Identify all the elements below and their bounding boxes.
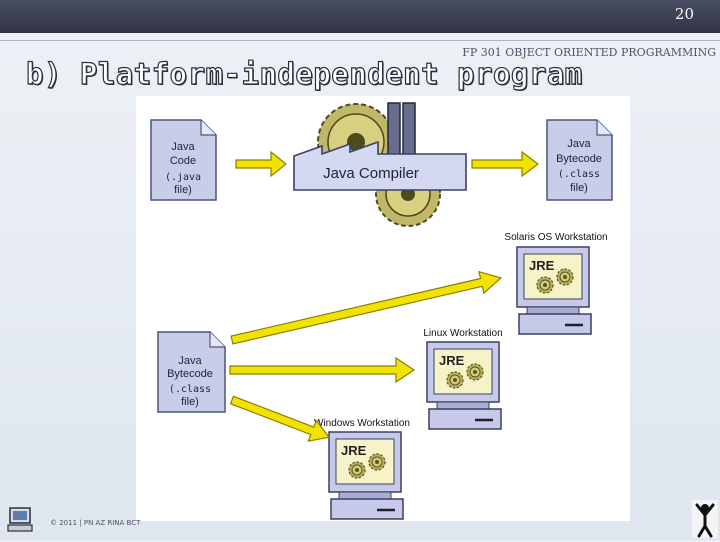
arrow-to-linux — [229, 356, 416, 384]
windows-jre-label: JRE — [341, 443, 367, 458]
bytecode-left-line-2: Bytecode — [167, 368, 213, 380]
bytecode-document-left: Java Bytecode (.class file) — [157, 331, 226, 413]
bytecode-top-line-3: (.class — [558, 169, 600, 180]
windows-label: Windows Workstation — [314, 418, 410, 429]
bytecode-top-line-2: Bytecode — [556, 153, 602, 165]
footer-copyright: © 2011 | PN AZ RINA BCT — [50, 519, 141, 527]
top-bar: 20 — [0, 0, 720, 33]
bytecode-top-line-4: file) — [570, 182, 588, 194]
java-compiler: Java Compiler — [293, 102, 467, 227]
solaris-jre-label: JRE — [529, 258, 555, 273]
linux-workstation: JRE — [426, 341, 502, 430]
arrow-to-bytecode — [471, 150, 539, 178]
bytecode-document-top: Java Bytecode (.class file) — [546, 119, 613, 201]
linux-jre-label: JRE — [439, 353, 465, 368]
linux-label: Linux Workstation — [423, 328, 502, 339]
bytecode-left-line-3: (.class — [169, 384, 211, 395]
solaris-label: Solaris OS Workstation — [504, 232, 607, 243]
bytecode-left-line-1: Java — [178, 355, 202, 367]
windows-workstation: JRE — [328, 431, 404, 520]
source-code-document: Java Code (.java file) — [150, 119, 217, 201]
arrow-to-solaris — [230, 270, 503, 345]
solaris-workstation: JRE — [516, 246, 592, 335]
jvm-diagram: Java Code (.java file) Java Compiler — [136, 96, 630, 521]
source-doc-line-2: Code — [170, 155, 196, 167]
source-doc-line-1: Java — [171, 141, 195, 153]
slide-number: 20 — [674, 5, 694, 23]
source-doc-line-4: file) — [174, 184, 192, 196]
person-figure-icon — [692, 500, 718, 538]
bytecode-top-line-1: Java — [567, 138, 591, 150]
arrow-to-windows — [229, 395, 331, 442]
arrow-to-compiler — [235, 150, 287, 178]
header-divider — [0, 40, 720, 41]
slide-title: b) Platform-independent program — [25, 56, 583, 91]
compiler-label: Java Compiler — [323, 165, 419, 182]
bytecode-left-line-4: file) — [181, 396, 199, 408]
computer-icon — [6, 505, 36, 535]
course-subtitle: FP 301 OBJECT ORIENTED PROGRAMMING — [462, 46, 716, 59]
source-doc-line-3: (.java — [165, 172, 201, 183]
